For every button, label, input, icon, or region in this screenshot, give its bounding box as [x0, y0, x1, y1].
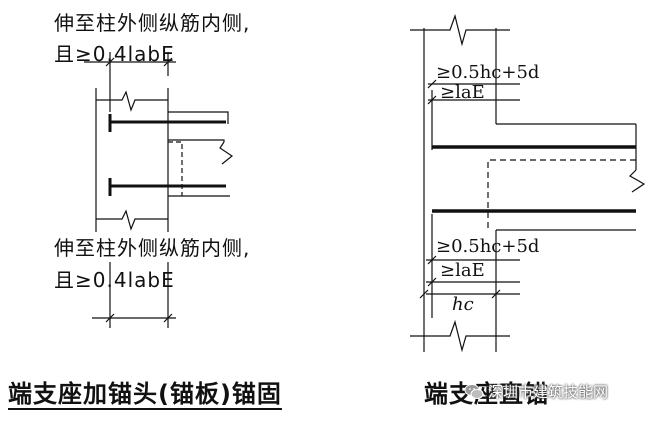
watermark-text: 深圳市建筑技能网 — [488, 382, 609, 401]
right-top-dimensions — [427, 79, 520, 150]
right-top-dim-1: ≥0.5hc+5d — [436, 62, 540, 83]
right-column — [410, 13, 510, 353]
right-beam — [487, 123, 646, 231]
watermark: 深圳市建筑技能网 — [464, 383, 608, 401]
wechat-logo-icon — [464, 383, 484, 401]
right-bottom-dim: hc — [452, 294, 474, 315]
right-mid-dim-1: ≥0.5hc+5d — [436, 236, 540, 257]
left-bottom-note-line1: 伸至柱外侧纵筋内侧, — [54, 236, 251, 260]
right-caption: 端支座直锚 — [424, 380, 549, 408]
left-top-note-line2: 且≥0.4labE — [54, 42, 175, 66]
right-bottom-dimensions — [419, 214, 520, 318]
left-top-note-line1: 伸至柱外侧纵筋内侧, — [54, 11, 251, 35]
left-beam — [168, 111, 234, 197]
left-top-bar — [108, 114, 226, 132]
left-top-dimension — [84, 52, 176, 112]
right-mid-dim-2: ≥laE — [440, 260, 485, 281]
left-caption: 端支座加锚头(锚板)锚固 — [8, 380, 282, 408]
left-bottom-bar — [108, 178, 226, 196]
left-column — [95, 88, 169, 232]
right-top-dim-2: ≥laE — [440, 82, 485, 103]
left-bottom-note-line2: 且≥0.4labE — [54, 268, 175, 292]
left-bottom-dimension — [92, 262, 176, 328]
